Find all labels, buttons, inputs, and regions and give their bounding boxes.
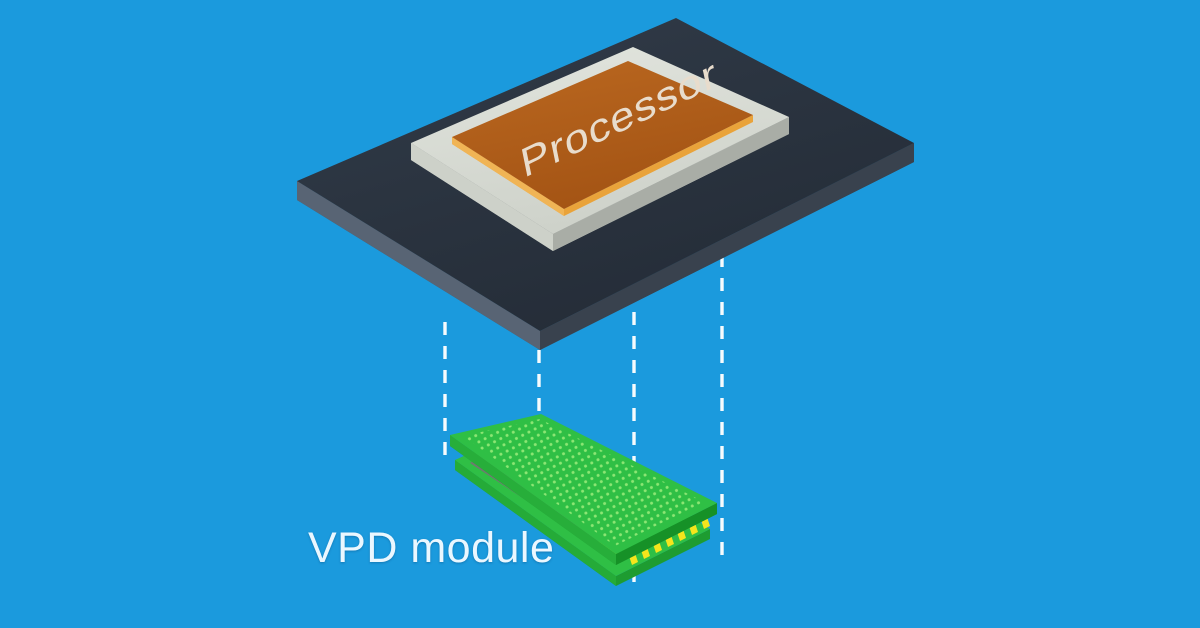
vpd-bottom-pcb-left-face [455,460,616,586]
vpd-pad-array [463,419,704,546]
heat-spreader-left-face [411,143,553,251]
vpd-top-pcb-right-face [616,503,717,565]
silicon-die-edge-left [452,137,564,216]
heat-spreader-right-face [553,117,789,251]
pcb-board-left-face [297,181,540,350]
pcb-board-right-face [540,143,914,350]
processor-package: Processor [297,18,914,350]
vpd-top-pcb-left-face [450,435,616,565]
vpd-module [450,414,717,586]
vpd-module-label: VPD module [308,524,555,572]
silicon-die-top [452,61,753,209]
